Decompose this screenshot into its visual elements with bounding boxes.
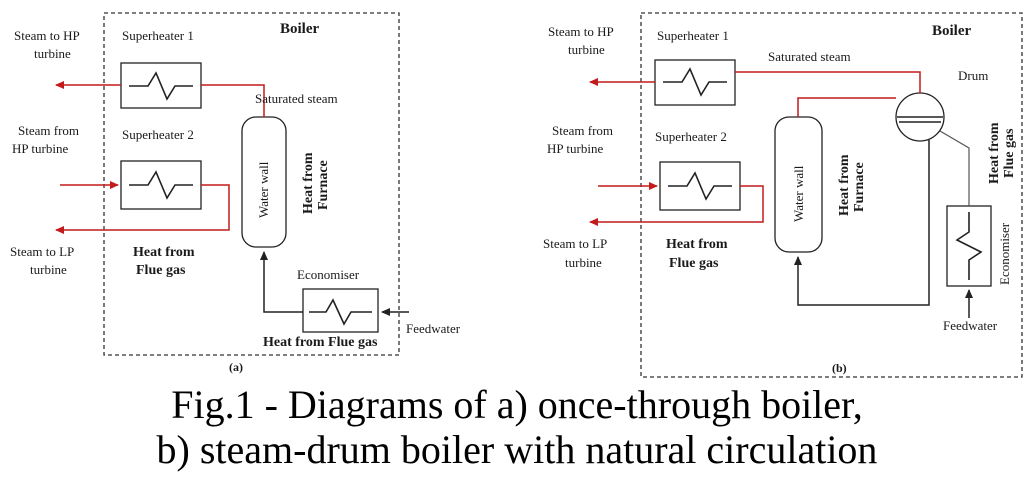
steam-from-hp-label-a-2: HP turbine <box>12 141 68 156</box>
heat-from-flue-label-b-1: Heat from <box>666 237 728 252</box>
superheater1-label-b: Superheater 1 <box>657 28 729 43</box>
heat-from-furnace-label-a-1: Heat from <box>301 152 316 214</box>
boiler-title-a: Boiler <box>280 21 319 37</box>
steam-to-lp-pipe-b <box>589 185 764 226</box>
superheater1-label-a: Superheater 1 <box>122 28 194 43</box>
heat-from-flue-gas-label-a: Heat from Flue gas <box>263 335 378 350</box>
heat-from-flue-label-a-2: Flue gas <box>136 263 186 278</box>
heat-from-flue-label-a-1: Heat from <box>133 245 195 260</box>
steam-to-lp-pipe-a <box>55 184 230 234</box>
saturated-steam-pipe-b <box>735 71 921 93</box>
steam-to-lp-label-b-1: Steam to LP <box>543 236 607 251</box>
steam-to-hp-label-a-2: turbine <box>34 46 71 61</box>
steam-from-hp-label-b-1: Steam from <box>552 123 613 138</box>
diagram-once-through-boiler: Boiler Superheater 1 Superheater 2 Water… <box>10 12 461 374</box>
water-wall-label-b: Water wall <box>791 165 806 222</box>
economiser-label-a: Economiser <box>297 267 360 282</box>
boiler-title-b: Boiler <box>932 23 971 39</box>
heat-from-flue-vertical-b-2: Flue gas <box>1002 128 1017 178</box>
steam-to-hp-label-b-2: turbine <box>568 42 605 57</box>
economiser-zigzag-b <box>955 212 983 280</box>
superheater2-zigzag-a <box>129 170 193 200</box>
superheater1-zigzag-b <box>663 67 727 97</box>
heat-from-furnace-label-b-2: Furnace <box>852 162 867 212</box>
waterwall-to-drum-pipe-b <box>797 97 896 117</box>
saturated-steam-label-b: Saturated steam <box>768 49 851 64</box>
saturated-steam-pipe-a <box>201 84 265 117</box>
saturated-steam-label-a: Saturated steam <box>255 91 338 106</box>
steam-to-lp-label-b-2: turbine <box>565 255 602 270</box>
heat-from-furnace-label-b-1: Heat from <box>837 154 852 216</box>
steam-to-hp-label-a-1: Steam to HP <box>14 28 80 43</box>
economiser-a <box>302 288 379 333</box>
superheater2-label-b: Superheater 2 <box>655 129 727 144</box>
heat-from-flue-label-b-2: Flue gas <box>669 256 719 271</box>
economiser-label-b: Economiser <box>997 222 1012 285</box>
superheater2-label-a: Superheater 2 <box>122 127 194 142</box>
economiser-to-waterwall-pipe-a <box>260 251 303 313</box>
feedwater-label-a: Feedwater <box>406 321 461 336</box>
boiler-boundary-b <box>640 12 1023 378</box>
economiser-to-drum-pipe-b <box>939 130 970 206</box>
sublabel-b: (b) <box>832 361 847 375</box>
steam-to-hp-label-b-1: Steam to HP <box>548 24 614 39</box>
caption-line-2: b) steam-drum boiler with natural circul… <box>157 427 878 472</box>
steam-from-hp-label-b-2: HP turbine <box>547 141 603 156</box>
diagram-steam-drum-boiler: Boiler Superheater 1 Superheater 2 Water… <box>543 12 1023 378</box>
heat-from-furnace-label-a-2: Furnace <box>316 160 331 210</box>
caption-line-1: Fig.1 - Diagrams of a) once-through boil… <box>171 382 863 427</box>
sublabel-a: (a) <box>229 360 243 374</box>
economiser-zigzag-a <box>309 298 372 326</box>
boiler-boundary-a <box>103 12 400 356</box>
steam-from-hp-label-a-1: Steam from <box>18 123 79 138</box>
heat-from-flue-vertical-b-1: Heat from <box>987 122 1002 184</box>
downcomer-pipe-b <box>794 140 930 306</box>
water-wall-label-a: Water wall <box>256 161 271 218</box>
steam-to-lp-label-a-2: turbine <box>30 262 67 277</box>
drum-label-b: Drum <box>958 68 988 83</box>
superheater1-zigzag-a <box>129 71 193 101</box>
steam-to-lp-label-a-1: Steam to LP <box>10 244 74 259</box>
superheater2-zigzag-b <box>668 171 732 201</box>
feedwater-label-b: Feedwater <box>943 318 998 333</box>
